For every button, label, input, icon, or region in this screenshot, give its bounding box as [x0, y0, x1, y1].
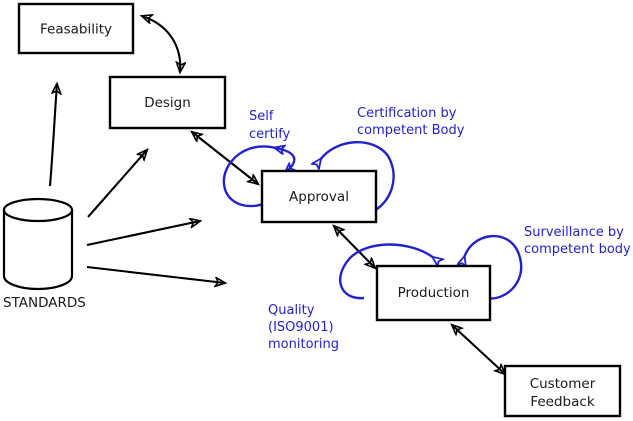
self-certify-line2: certify	[249, 127, 291, 142]
feasability-box	[17, 2, 135, 55]
standards-cylinder-body	[2, 208, 74, 291]
standards-label: STANDARDS	[3, 295, 86, 311]
loop-certification-competent-body	[320, 141, 395, 214]
feasability-label: Feasability	[40, 22, 112, 38]
edge-standards-feasability	[48, 84, 57, 187]
customer-feedback-label-line2: Feedback	[530, 394, 594, 410]
edge-approval-production	[334, 226, 375, 268]
loop-self-certify	[222, 146, 276, 208]
annotation-certification-by-competent-body: Certification by competent Body	[357, 106, 465, 138]
surveillance-line1: Surveillance by	[524, 225, 624, 240]
approval-box	[260, 169, 378, 224]
node-customer-feedback[interactable]: Customer Feedback	[503, 364, 622, 418]
loop-quality-iso9001-monitoring	[339, 243, 434, 300]
production-box	[375, 264, 492, 322]
loop-surveillance-competent-body	[464, 235, 523, 300]
edge-production-customer-feedback	[452, 325, 505, 374]
quality-line3: monitoring	[268, 337, 339, 352]
quality-line1: Quality	[268, 303, 315, 318]
production-label: Production	[398, 285, 470, 301]
surveillance-line2: competent body	[524, 242, 631, 257]
customer-feedback-label-line1: Customer	[530, 376, 596, 392]
annotation-quality-iso9001-monitoring: Quality (ISO9001) monitoring	[268, 303, 339, 352]
standards-cylinder-top	[2, 197, 74, 223]
node-feasability[interactable]: Feasability	[17, 2, 135, 55]
loop-self-certify-head	[275, 146, 294, 172]
self-certify-line1: Self	[249, 109, 274, 124]
edge-feasability-design	[142, 16, 180, 72]
quality-line2: (ISO9001)	[268, 320, 334, 335]
design-box	[108, 75, 227, 130]
approval-label: Approval	[289, 189, 349, 205]
node-design[interactable]: Design	[108, 75, 227, 130]
node-production[interactable]: Production	[375, 264, 492, 322]
certification-line2: competent Body	[357, 123, 465, 138]
edge-design-approval	[192, 132, 258, 184]
certification-line1: Certification by	[357, 106, 457, 121]
node-approval[interactable]: Approval	[260, 169, 378, 224]
annotation-self-certify: Self certify	[249, 109, 291, 142]
edge-standards-design	[87, 150, 147, 218]
annotation-surveillance-by-competent-body: Surveillance by competent body	[524, 225, 631, 257]
design-label: Design	[144, 95, 191, 111]
node-standards[interactable]: STANDARDS	[2, 197, 86, 311]
edge-standards-production	[86, 265, 225, 283]
edge-standards-approval	[86, 221, 200, 247]
customer-feedback-box	[503, 364, 622, 418]
